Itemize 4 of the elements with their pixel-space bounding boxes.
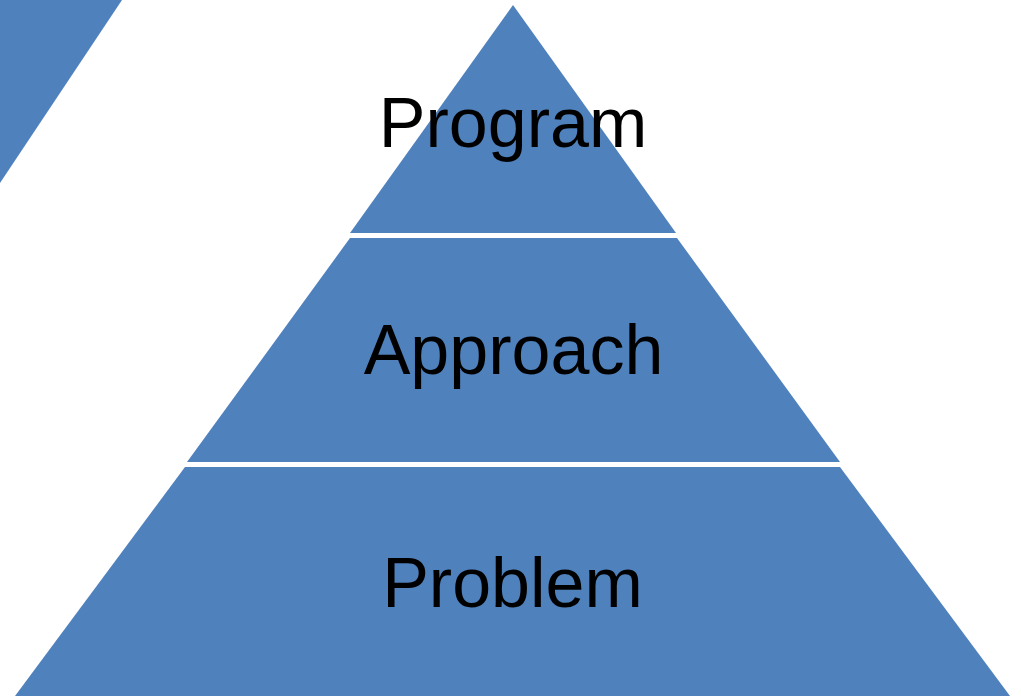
tier-label: Problem bbox=[382, 543, 643, 623]
pyramid-tier bbox=[187, 238, 840, 462]
tier-label: Approach bbox=[363, 310, 664, 390]
pyramid-tier bbox=[15, 467, 1010, 696]
